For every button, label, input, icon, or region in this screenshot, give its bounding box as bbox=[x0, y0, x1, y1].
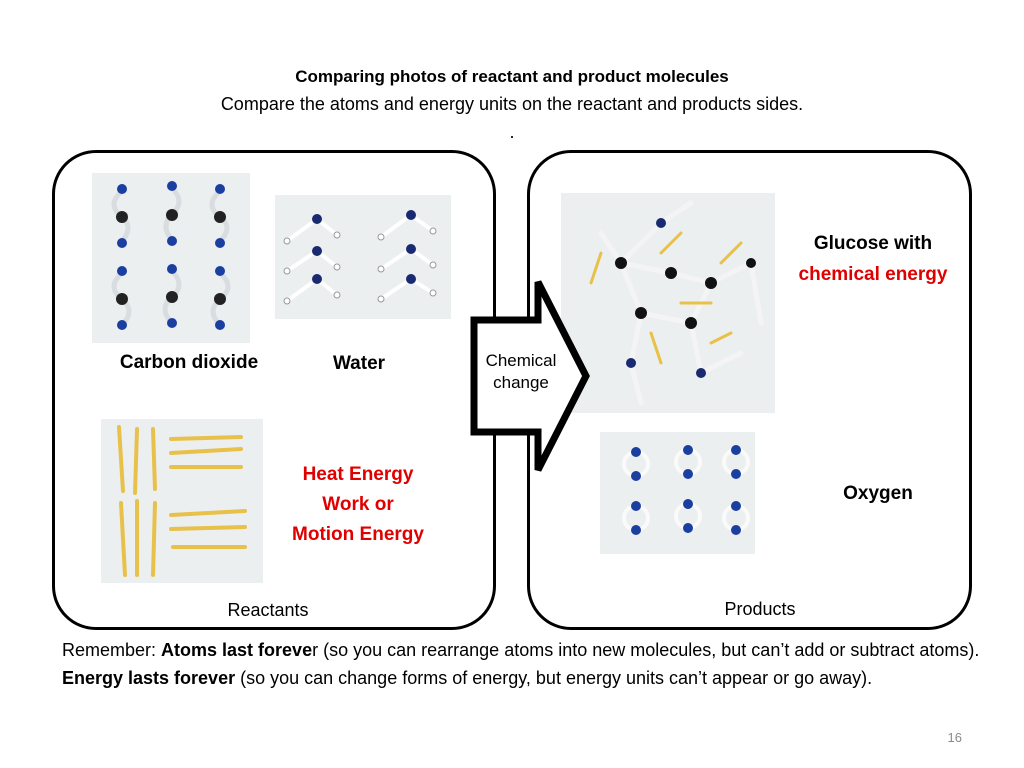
page-number: 16 bbox=[947, 730, 962, 745]
products-panel-label: Products bbox=[724, 599, 796, 619]
slide-title: Comparing photos of reactant and product… bbox=[295, 67, 729, 86]
glucose-label: Glucose with chemical energy bbox=[782, 228, 964, 290]
note-part3: (so you can change forms of energy, but … bbox=[235, 668, 873, 688]
chemical-change-line2: change bbox=[493, 373, 549, 392]
note-bold2: Energy lasts forever bbox=[62, 668, 236, 688]
reactant-energy-label: Heat Energy Work or Motion Energy bbox=[270, 460, 446, 550]
note-part2: r (so you can rearrange atoms into new m… bbox=[312, 640, 980, 660]
oxygen-photo bbox=[600, 432, 755, 554]
subtitle-dot: . bbox=[509, 122, 515, 142]
glucose-photo bbox=[561, 193, 775, 413]
carbon-dioxide-label: Carbon dioxide bbox=[119, 352, 259, 373]
glucose-line1: Glucose with bbox=[813, 233, 933, 254]
energy-units-photo bbox=[101, 419, 263, 583]
water-label: Water bbox=[332, 353, 386, 374]
chemical-change-label: Chemical change bbox=[476, 350, 566, 394]
reactants-panel-label: Reactants bbox=[227, 600, 309, 620]
chemical-change-arrow-icon bbox=[470, 280, 590, 472]
remember-note: Remember: Atoms last forever (so you can… bbox=[62, 636, 982, 692]
water-photo bbox=[275, 195, 451, 319]
energy-line-heat: Heat Energy bbox=[302, 464, 414, 485]
note-bold1: Atoms last foreve bbox=[161, 640, 313, 660]
energy-line-work: Work or bbox=[322, 494, 394, 515]
glucose-line2: chemical energy bbox=[798, 264, 948, 285]
energy-line-motion: Motion Energy bbox=[292, 524, 424, 545]
chemical-change-line1: Chemical bbox=[485, 351, 557, 370]
oxygen-label: Oxygen bbox=[843, 483, 913, 504]
carbon-dioxide-photo bbox=[92, 173, 250, 343]
note-part1: Remember: bbox=[62, 640, 162, 660]
slide-subtitle: Compare the atoms and energy units on th… bbox=[220, 94, 804, 114]
